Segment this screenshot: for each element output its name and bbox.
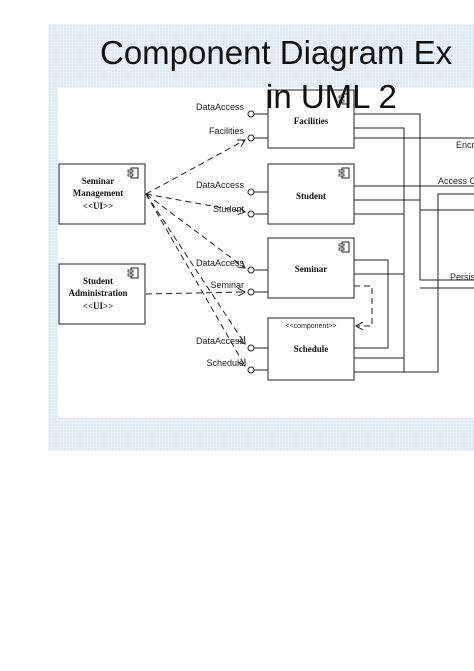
right-connectors: [354, 113, 474, 373]
component-icon: [338, 241, 350, 253]
seminar-management-name-line1: Seminar: [82, 176, 115, 186]
student-administration-component: Student Administration <<UI>>: [58, 263, 146, 325]
student-component: Student: [267, 163, 355, 225]
component-icon: [127, 267, 139, 279]
component-icon: [127, 167, 139, 179]
interface-label-persistence: Persisten: [450, 272, 474, 282]
component-icon: [338, 167, 350, 179]
interface-label-seminar-dataaccess: DataAccess: [196, 258, 245, 268]
facilities-name: Facilities: [294, 116, 329, 126]
seminar-management-stereotype: <<UI>>: [83, 201, 114, 211]
interface-lollipops: [247, 110, 268, 374]
diagram-area: Seminar Management <<UI>> Student Admini…: [58, 88, 474, 418]
interface-label-facilities: Facilities: [209, 126, 245, 136]
component-diagram: Seminar Management <<UI>> Student Admini…: [58, 89, 474, 381]
interface-label-facilities-dataaccess: DataAccess: [196, 102, 245, 112]
slide: Seminar Management <<UI>> Student Admini…: [48, 24, 474, 451]
interface-label-access-control: Access Con: [438, 176, 474, 186]
interface-label-student-dataaccess: DataAccess: [196, 180, 245, 190]
seminar-management-component: Seminar Management <<UI>>: [58, 163, 146, 225]
interface-label-schedule: Schedule: [206, 358, 244, 368]
interface-label-encryption: Encryp: [456, 140, 474, 150]
dependency-arrows: [145, 140, 373, 366]
interface-label-seminar: Seminar: [210, 280, 244, 290]
schedule-name: Schedule: [294, 344, 329, 354]
facilities-component: Facilities: [267, 89, 355, 149]
interface-label-schedule-dataaccess: DataAccess: [196, 336, 245, 346]
student-administration-stereotype: <<UI>>: [83, 301, 114, 311]
student-administration-name-line2: Administration: [68, 288, 127, 298]
student-administration-name-line1: Student: [83, 276, 113, 286]
schedule-stereotype: <<component>>: [286, 323, 337, 330]
schedule-component: <<component>> Schedule: [267, 317, 355, 381]
seminar-management-name-line2: Management: [73, 188, 124, 198]
student-name: Student: [296, 191, 326, 201]
seminar-name: Seminar: [295, 264, 328, 274]
slide-title: Component Diagram Ex: [100, 34, 453, 71]
slide-title-line2: in UML 2: [266, 78, 397, 115]
seminar-component: Seminar: [267, 237, 355, 299]
component-icon: [338, 93, 350, 105]
